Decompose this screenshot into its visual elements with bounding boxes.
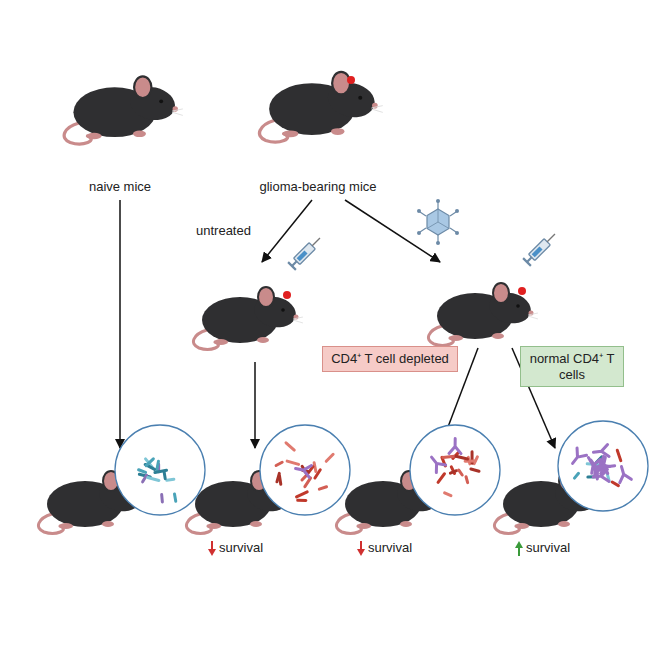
tumor-dot	[347, 76, 355, 84]
bacterium	[143, 475, 147, 482]
bacterium	[277, 473, 279, 481]
text-label: survival	[526, 541, 570, 556]
bacterium	[297, 492, 308, 497]
syringe	[523, 230, 559, 266]
mouse	[428, 283, 538, 345]
antibody	[568, 448, 587, 467]
bacterium	[164, 472, 165, 478]
bacterium	[174, 494, 175, 501]
bacterium	[298, 499, 306, 502]
arrow	[254, 362, 256, 448]
bacterium	[287, 461, 298, 464]
antibody	[294, 463, 311, 478]
antibody	[592, 469, 608, 483]
bacterium	[146, 459, 153, 466]
bacterium	[612, 482, 618, 486]
bacterium	[617, 450, 621, 460]
bacterium	[443, 456, 454, 457]
bacterium	[326, 454, 333, 461]
bacterium	[157, 461, 159, 470]
antibody	[449, 438, 461, 453]
syringe	[288, 234, 324, 270]
bacterium	[445, 493, 451, 496]
mouse	[260, 72, 383, 142]
text-label: survival	[368, 541, 412, 556]
bacterium	[438, 474, 444, 483]
bacterium	[319, 487, 326, 489]
antibody	[596, 456, 611, 473]
bacterium	[286, 443, 294, 450]
condition-box: normal CD4⁺ T cells	[520, 346, 624, 387]
arrow	[119, 200, 121, 448]
antibody	[427, 453, 446, 472]
mouse	[193, 287, 303, 349]
box-text: normal CD4⁺ T cells	[527, 351, 617, 382]
condition-box: CD4⁺ T cell depleted	[322, 346, 458, 372]
bacterium	[459, 470, 463, 475]
bacterium	[276, 462, 282, 465]
bacterium	[305, 478, 311, 487]
bacterium	[139, 470, 146, 473]
text-label: survival	[219, 541, 263, 556]
bacterium	[450, 471, 456, 473]
arrow	[345, 200, 440, 262]
bacterium	[471, 469, 479, 471]
text-label: glioma-bearing mice	[259, 180, 376, 195]
bacterium	[160, 495, 164, 502]
antibody	[616, 465, 632, 483]
bacterium	[574, 473, 578, 478]
tumor-dot	[283, 291, 291, 299]
bacterium	[456, 456, 468, 459]
mouse	[64, 76, 183, 144]
text-label: untreated	[196, 224, 251, 239]
bacterium	[148, 478, 159, 481]
box-text: CD4⁺ T cell depleted	[329, 351, 451, 367]
virus-icon	[417, 199, 459, 245]
tumor-dot	[518, 287, 526, 295]
magnified-view	[115, 421, 648, 515]
bacterium	[466, 477, 468, 483]
bacterium	[167, 478, 174, 482]
antibody	[593, 444, 609, 458]
text-label: naive mice	[89, 180, 151, 195]
